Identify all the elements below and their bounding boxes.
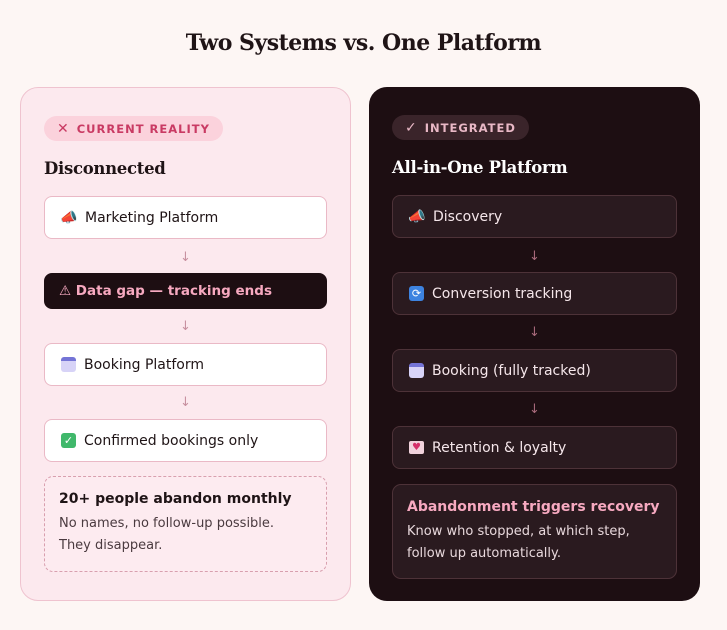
down-arrow-icon: ↓ bbox=[529, 249, 540, 264]
megaphone-icon: 📣 bbox=[408, 208, 426, 225]
badge-label: INTEGRATED bbox=[424, 120, 516, 135]
step-retention-loyalty: ♥ Retention & loyalty bbox=[392, 426, 677, 469]
badge-label: CURRENT REALITY bbox=[76, 121, 210, 136]
note-title: 20+ people abandon monthly bbox=[59, 491, 292, 507]
down-arrow-icon: ↓ bbox=[529, 325, 540, 340]
step-conversion-tracking: ⟳ Conversion tracking bbox=[392, 272, 677, 315]
down-arrow-icon: ↓ bbox=[180, 250, 191, 265]
down-arrow-icon: ↓ bbox=[180, 395, 191, 410]
calendar-icon bbox=[409, 363, 424, 378]
heart-icon: ♥ bbox=[409, 441, 424, 454]
step-label: Confirmed bookings only bbox=[84, 432, 259, 449]
down-arrow-icon: ↓ bbox=[529, 402, 540, 417]
step-label: Booking Platform bbox=[84, 356, 204, 373]
recovery-note: Abandonment triggers recovery Know who s… bbox=[392, 484, 677, 579]
step-discovery: 📣 Discovery bbox=[392, 195, 677, 238]
x-icon: ✕ bbox=[57, 120, 70, 137]
note-body: No names, no follow-up possible. They di… bbox=[59, 513, 312, 557]
note-body-line: No names, no follow-up possible. bbox=[59, 516, 275, 531]
check-icon: ✓ bbox=[61, 433, 76, 448]
step-label: ⚠ Data gap — tracking ends bbox=[59, 283, 272, 299]
note-title: Abandonment triggers recovery bbox=[407, 499, 660, 515]
megaphone-icon: 📣 bbox=[60, 209, 78, 226]
current-reality-badge: ✕ CURRENT REALITY bbox=[44, 116, 223, 141]
page-title: Two Systems vs. One Platform bbox=[185, 30, 542, 56]
abandon-note: 20+ people abandon monthly No names, no … bbox=[44, 476, 327, 572]
note-body-line: follow up automatically. bbox=[407, 546, 562, 561]
step-marketing-platform: 📣 Marketing Platform bbox=[44, 196, 327, 239]
integrated-panel: ✓ INTEGRATED All-in-One Platform 📣 Disco… bbox=[369, 87, 700, 601]
sync-icon: ⟳ bbox=[409, 286, 424, 301]
panel-heading: Disconnected bbox=[44, 159, 166, 178]
panel-heading: All-in-One Platform bbox=[392, 158, 568, 177]
step-data-gap: ⚠ Data gap — tracking ends bbox=[44, 273, 327, 309]
step-label: Marketing Platform bbox=[85, 209, 219, 226]
calendar-icon bbox=[61, 357, 76, 372]
down-arrow-icon: ↓ bbox=[180, 319, 191, 334]
step-booking-tracked: Booking (fully tracked) bbox=[392, 349, 677, 392]
note-body-line: They disappear. bbox=[59, 538, 163, 553]
current-reality-panel: ✕ CURRENT REALITY Disconnected 📣 Marketi… bbox=[20, 87, 351, 601]
step-booking-platform: Booking Platform bbox=[44, 343, 327, 386]
step-confirmed-bookings: ✓ Confirmed bookings only bbox=[44, 419, 327, 462]
integrated-badge: ✓ INTEGRATED bbox=[392, 115, 529, 140]
note-body-line: Know who stopped, at which step, bbox=[407, 524, 630, 539]
step-label: Retention & loyalty bbox=[432, 439, 567, 456]
note-body: Know who stopped, at which step, follow … bbox=[407, 521, 662, 565]
step-label: Discovery bbox=[433, 208, 503, 225]
step-label: Conversion tracking bbox=[432, 285, 573, 302]
step-label: Booking (fully tracked) bbox=[432, 362, 591, 379]
check-icon: ✓ bbox=[405, 119, 418, 136]
